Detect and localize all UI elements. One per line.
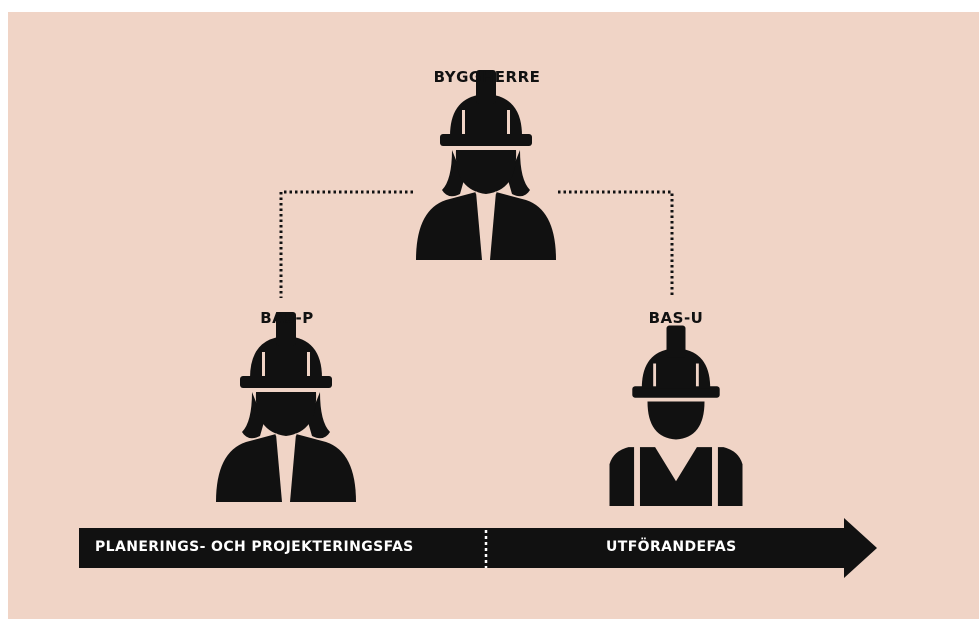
phase-label-execution: UTFÖRANDEFAS [606,539,737,555]
role-label-bas-p: BAS-P [260,309,314,327]
role-label-byggherre: BYGGHERRE [433,68,541,86]
timeline-arrow [79,518,877,578]
connector-left [279,190,413,298]
role-label-bas-u: BAS-U [648,309,704,327]
diagram-graphics [8,12,979,619]
phase-label-planning: PLANERINGS- OCH PROJEKTERINGSFAS [95,539,414,555]
diagram-canvas: BYGGHERRE BAS-P BAS-U PLANERINGS- OCH PR… [8,12,979,619]
